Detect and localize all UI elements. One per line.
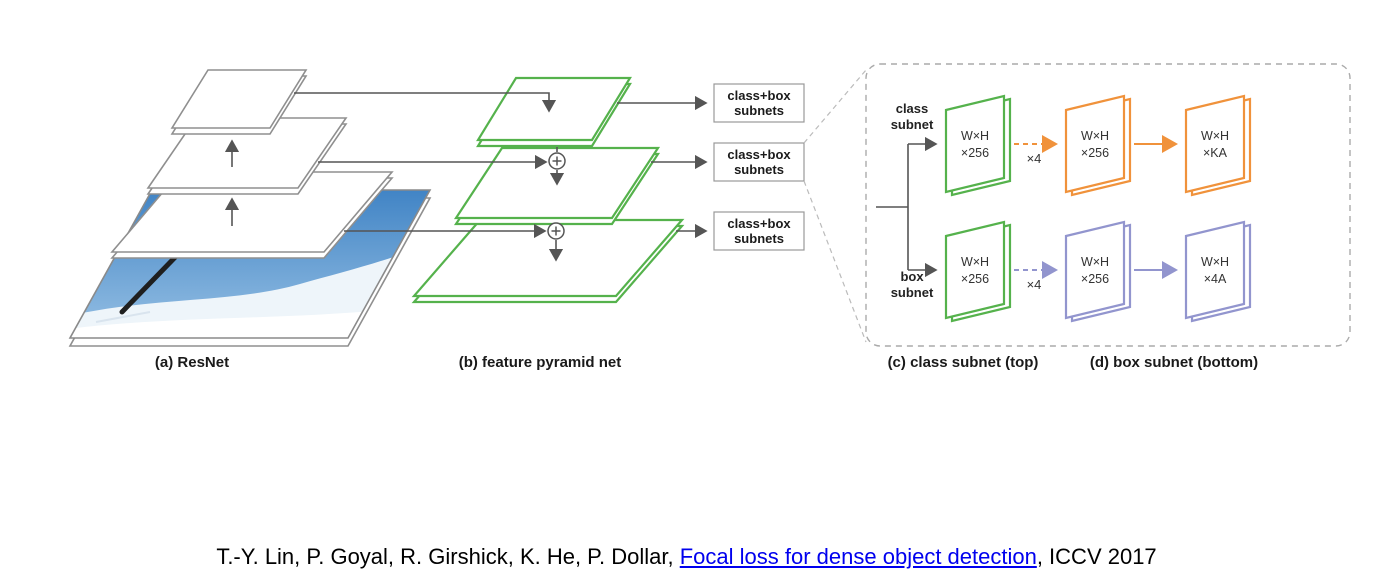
subnet-box-rect	[713, 83, 805, 123]
subnet-box-label-line1: class+box	[727, 216, 791, 231]
map-face	[1184, 220, 1246, 320]
map-dims-line2: ×4A	[1204, 272, 1227, 286]
subnet-output-boxes: class+box subnets class+box subnets clas…	[617, 83, 805, 251]
box-subnet-label-line1: box	[900, 269, 924, 284]
citation: T.-Y. Lin, P. Goyal, R. Girshick, K. He,…	[0, 544, 1373, 570]
section-label-box-subnet: (d) box subnet (bottom)	[1090, 354, 1258, 371]
map-dims-line2: ×256	[1081, 272, 1109, 286]
paper-link[interactable]: Focal loss for dense object detection	[679, 544, 1037, 569]
subnet-box-2: class+box subnets	[713, 142, 805, 182]
lateral-arrow-1	[294, 92, 557, 113]
map-dims-line2: ×256	[1081, 146, 1109, 160]
map-dims-line1: W×H	[1201, 129, 1229, 143]
class-subnet-label-line1: class	[896, 101, 929, 116]
subnet-box-label-line2: subnets	[734, 103, 784, 118]
resnet-feature-map-1	[170, 69, 308, 135]
map-dims-line1: W×H	[961, 255, 989, 269]
map-dims-line1: W×H	[961, 129, 989, 143]
box-x4-label: ×4	[1027, 277, 1042, 292]
section-label-resnet: (a) ResNet	[155, 354, 229, 371]
citation-venue: , ICCV 2017	[1036, 544, 1157, 569]
photo-snow-foreground	[70, 304, 430, 338]
section-label-fpn: (b) feature pyramid net	[459, 354, 622, 371]
box-subnet-input-map: W×H ×256	[944, 220, 1012, 323]
map-face	[944, 94, 1006, 194]
map-face	[1184, 94, 1246, 194]
box-subnet-hidden-map: W×H ×256	[1064, 220, 1132, 323]
detail-panel-border	[865, 63, 1351, 347]
subnet-box-label-line2: subnets	[734, 162, 784, 177]
subnet-box-rect	[713, 142, 805, 182]
feature-pyramid-net	[294, 76, 685, 304]
add-icon-2	[547, 222, 565, 240]
subnet-box-1: class+box subnets	[713, 83, 805, 123]
class-subnet-output-map: W×H ×KA	[1184, 94, 1252, 197]
subnet-box-label-line2: subnets	[734, 231, 784, 246]
map-face	[1064, 220, 1126, 320]
map-dims-line1: W×H	[1081, 129, 1109, 143]
class-subnet-hidden-map: W×H ×256	[1064, 94, 1132, 197]
fpn-level-3	[411, 218, 685, 304]
class-subnet-input-map: W×H ×256	[944, 94, 1012, 197]
architecture-diagram: class+box subnets class+box subnets clas…	[68, 63, 1351, 371]
box-subnet-output-map: W×H ×4A	[1184, 220, 1252, 323]
map-dims-line1: W×H	[1081, 255, 1109, 269]
map-dims-line2: ×256	[961, 272, 989, 286]
citation-authors: T.-Y. Lin, P. Goyal, R. Girshick, K. He,…	[216, 544, 680, 569]
subnet-box-3: class+box subnets	[713, 211, 805, 251]
resnet-map-1-face	[170, 69, 308, 129]
subnet-box-label-line1: class+box	[727, 88, 791, 103]
box-subnet-label-line2: subnet	[891, 285, 934, 300]
subnet-box-label-line1: class+box	[727, 147, 791, 162]
fpn-level-1	[476, 76, 632, 148]
map-dims-line2: ×256	[961, 146, 989, 160]
subnet-detail-panel: class subnet box subnet W×H ×256 ×4 W×H …	[865, 63, 1351, 347]
class-x4-label: ×4	[1027, 151, 1042, 166]
subnet-box-rect	[713, 211, 805, 251]
resnet-feature-map-2	[146, 117, 348, 195]
add-icon-1	[548, 152, 566, 170]
zoom-connector-bottom	[803, 180, 867, 343]
photo-track	[95, 311, 151, 323]
fpn-map-1-face	[476, 76, 632, 142]
resnet-backbone	[68, 69, 432, 347]
map-dims-line1: W×H	[1201, 255, 1229, 269]
map-face	[1064, 94, 1126, 194]
map-dims-line2: ×KA	[1203, 146, 1228, 160]
zoom-connector-top	[803, 69, 867, 144]
resnet-map-2-face	[146, 117, 348, 189]
class-subnet-label-line2: subnet	[891, 117, 934, 132]
section-label-class-subnet: (c) class subnet (top)	[888, 354, 1039, 371]
map-face	[944, 220, 1006, 320]
